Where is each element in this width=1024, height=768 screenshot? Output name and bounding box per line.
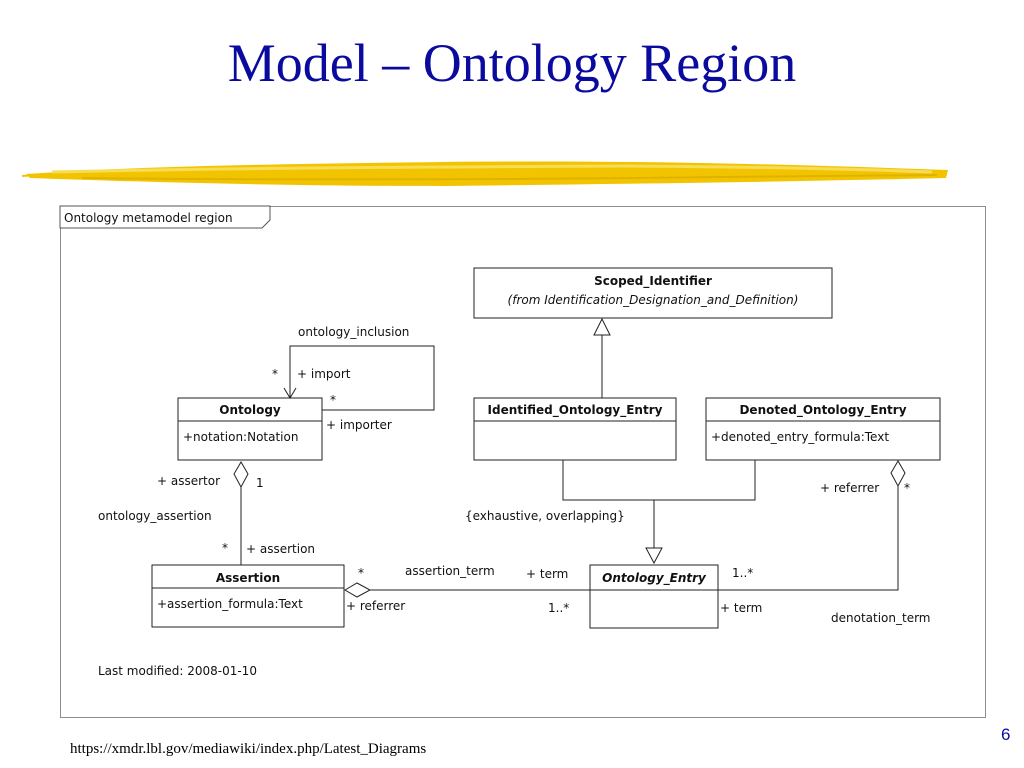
last-modified: Last modified: 2008-01-10: [98, 664, 257, 678]
class-denoted-ontology-entry[interactable]: Denoted_Ontology_Entry +denoted_entry_fo…: [705, 397, 941, 461]
class-name: Ontology: [219, 403, 281, 417]
multiplicity: 1: [256, 476, 264, 490]
class-name: Assertion: [216, 571, 280, 585]
class-assertion[interactable]: Assertion +assertion_formula:Text: [151, 564, 345, 628]
multiplicity: 1..*: [732, 566, 753, 580]
multiplicity: *: [222, 541, 228, 555]
multiplicity: *: [358, 566, 364, 580]
role-label: + import: [297, 367, 351, 381]
role-label: + assertor: [157, 474, 220, 488]
multiplicity: *: [330, 393, 336, 407]
class-attribute: +denoted_entry_formula:Text: [711, 430, 889, 444]
class-name: Denoted_Ontology_Entry: [739, 403, 906, 418]
frame-label: Ontology metamodel region: [64, 211, 233, 225]
role-label: + term: [720, 601, 762, 615]
constraint-label: {exhaustive, overlapping}: [465, 509, 625, 523]
generalization-set-to-ontology-entry: {exhaustive, overlapping}: [465, 460, 756, 565]
class-attribute: +assertion_formula:Text: [157, 597, 303, 611]
page-number: 6: [1001, 725, 1011, 744]
association-ontology-inclusion: ontology_inclusion * + import * + import…: [272, 325, 435, 432]
frame-label-tab: Ontology metamodel region: [59, 205, 271, 229]
assoc-label: assertion_term: [405, 564, 495, 578]
multiplicity: *: [904, 481, 910, 495]
assoc-label: ontology_inclusion: [298, 325, 409, 339]
role-label: + importer: [326, 418, 392, 432]
association-assertion-term: * + referrer assertion_term + term 1..*: [344, 564, 590, 615]
association-denotation-term: + referrer * 1..* + term denotation_term: [718, 460, 931, 625]
class-name: Scoped_Identifier: [594, 274, 712, 289]
class-attribute: +notation:Notation: [183, 430, 298, 444]
class-name: Identified_Ontology_Entry: [488, 403, 663, 418]
slide-title: Model – Ontology Region: [227, 33, 797, 93]
class-name: Ontology_Entry: [602, 571, 707, 586]
role-label: + assertion: [246, 542, 315, 556]
assoc-label: ontology_assertion: [98, 509, 212, 523]
multiplicity: *: [272, 367, 278, 381]
highlighter-stroke: [22, 161, 948, 186]
role-label: + term: [526, 567, 568, 581]
class-identified-ontology-entry[interactable]: Identified_Ontology_Entry: [473, 397, 677, 461]
generalization-identified-to-scoped: [593, 317, 611, 398]
association-ontology-assertion: + assertor 1 ontology_assertion * + asse…: [98, 461, 315, 565]
assoc-label: denotation_term: [831, 611, 931, 625]
multiplicity: 1..*: [548, 601, 569, 615]
class-stereotype: (from Identification_Designation_and_Def…: [508, 293, 799, 307]
source-url[interactable]: https://xmdr.lbl.gov/mediawiki/index.php…: [70, 741, 427, 757]
class-ontology[interactable]: Ontology +notation:Notation: [177, 397, 323, 461]
role-label: + referrer: [820, 481, 879, 495]
class-scoped-identifier[interactable]: Scoped_Identifier (from Identification_D…: [473, 267, 833, 319]
role-label: + referrer: [346, 599, 405, 613]
class-ontology-entry[interactable]: Ontology_Entry: [589, 564, 719, 629]
